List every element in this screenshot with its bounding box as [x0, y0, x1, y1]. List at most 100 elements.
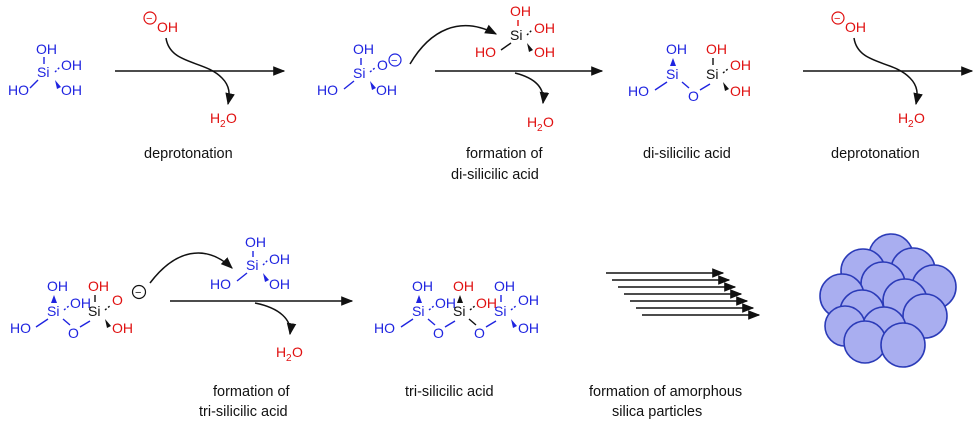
- atom-ho: HO: [374, 320, 395, 336]
- atom-o: O: [914, 110, 925, 126]
- wedge-bond: [55, 80, 61, 89]
- subscript-2: 2: [908, 119, 914, 130]
- caption-tri-silicilic-acid: tri-silicilic acid: [405, 384, 494, 400]
- atom-oh: OH: [510, 3, 531, 19]
- caption-deprotonation: deprotonation: [144, 146, 233, 162]
- atom-oh: OH: [245, 234, 266, 250]
- atom-oh: OH: [476, 295, 497, 311]
- caption-formation-di-2: di-silicilic acid: [451, 167, 539, 183]
- charge-minus: −: [146, 13, 152, 25]
- caption-amorphous-1: formation of amorphous: [589, 384, 742, 400]
- bond: [29, 79, 39, 89]
- atom-si: Si: [246, 257, 258, 273]
- atom-ho: HO: [475, 44, 496, 60]
- atom-ho: HO: [317, 82, 338, 98]
- atom-oh: OH: [88, 278, 109, 294]
- atom-si: Si: [706, 66, 718, 82]
- bond: [469, 304, 477, 311]
- curved-arrow: [149, 252, 233, 284]
- water-product: H 2 O: [276, 344, 303, 364]
- subscript-2: 2: [220, 119, 226, 130]
- atom-si: Si: [453, 303, 465, 319]
- di-silicilic-formation-step: OH Si OH HO OH H 2 O formation of di-sil…: [409, 3, 604, 183]
- caption-formation-di-1: formation of: [466, 146, 544, 162]
- wedge-bond: [370, 81, 376, 90]
- wedge-bond: [723, 82, 729, 91]
- atom-h: H: [210, 110, 220, 126]
- atom-si: Si: [510, 27, 522, 43]
- deprotonation-step-2: − OH H 2 O deprotonation: [803, 11, 974, 162]
- atom-oh: OH: [534, 20, 555, 36]
- atom-oh: OH: [494, 278, 515, 294]
- atom-si: Si: [666, 66, 678, 82]
- caption-formation-tri-1: formation of: [213, 384, 291, 400]
- water-product: H 2 O: [527, 114, 554, 134]
- atom-o-bridge: O: [68, 325, 79, 341]
- curved-arrow: [514, 72, 550, 105]
- atom-oh: OH: [534, 44, 555, 60]
- atom-oh: OH: [435, 295, 456, 311]
- tri-silicilic-formation-step: OH Si OH HO OH H 2 O formation of tri-si…: [149, 234, 354, 420]
- atom-oh: OH: [70, 295, 91, 311]
- water-product: H 2 O: [210, 110, 237, 130]
- subscript-2: 2: [537, 123, 543, 134]
- atom-oh: OH: [47, 278, 68, 294]
- deprotonated-silicate: OH Si O − HO OH: [317, 41, 402, 98]
- atom-si: Si: [88, 303, 100, 319]
- bond: [236, 272, 248, 282]
- bond: [35, 318, 49, 328]
- atom-oh: OH: [353, 41, 374, 57]
- atom-o: O: [543, 114, 554, 130]
- curved-arrow: [853, 37, 923, 106]
- atom-h: H: [527, 114, 537, 130]
- atom-oh: OH: [666, 41, 687, 57]
- bond: [54, 66, 61, 73]
- di-silicilic-acid: OH Si HO O OH Si OH OH di-silicilic acid: [628, 41, 751, 162]
- tri-silicilic-acid: OH Si OH HO O OH Si OH O OH Si OH OH tri…: [374, 278, 539, 400]
- atom-oh: OH: [412, 278, 433, 294]
- wedge-bond: [416, 295, 422, 303]
- bond: [104, 304, 112, 311]
- bond: [468, 318, 477, 326]
- atom-o: O: [226, 110, 237, 126]
- monosilicic-acid: OH OH Si HO OH: [8, 41, 82, 98]
- bond: [444, 320, 456, 328]
- atom-ho: HO: [628, 83, 649, 99]
- atom-o-anion: O: [377, 57, 388, 73]
- curved-arrow: [254, 302, 297, 336]
- wedge-bond: [263, 273, 269, 282]
- deprotonation-step-1: − OH H 2 O deprotonation: [115, 11, 286, 162]
- bond: [262, 259, 269, 266]
- silica-particle-cluster: [819, 233, 957, 368]
- bond: [485, 320, 497, 328]
- curved-arrow: [409, 24, 498, 65]
- charge-minus: −: [135, 287, 141, 299]
- bond: [510, 304, 518, 311]
- negative-charge-icon: [131, 284, 147, 300]
- atom-o: O: [292, 344, 303, 360]
- bond: [62, 318, 71, 326]
- bond: [722, 67, 730, 74]
- bond: [63, 304, 71, 311]
- wedge-bond: [51, 295, 57, 303]
- atom-oh-top: OH: [36, 41, 57, 57]
- charge-minus: −: [391, 55, 397, 67]
- bond: [526, 29, 533, 36]
- atom-si: Si: [37, 64, 49, 80]
- monosilicic-acid-red: OH Si OH HO OH: [475, 3, 555, 60]
- atom-oh: OH: [518, 320, 539, 336]
- wedge-bond: [457, 295, 463, 303]
- wedge-bond: [527, 43, 533, 52]
- bond: [79, 320, 91, 328]
- atom-oh: OH: [730, 83, 751, 99]
- bond: [500, 42, 512, 51]
- atom-si: Si: [47, 303, 59, 319]
- caption-deprotonation-2: deprotonation: [831, 146, 920, 162]
- bond: [369, 66, 377, 73]
- caption-amorphous-2: silica particles: [612, 404, 702, 420]
- hydroxide: OH: [157, 19, 178, 35]
- atom-oh: OH: [518, 292, 539, 308]
- atom-ho: HO: [10, 320, 31, 336]
- atom-ho-left: HO: [8, 82, 29, 98]
